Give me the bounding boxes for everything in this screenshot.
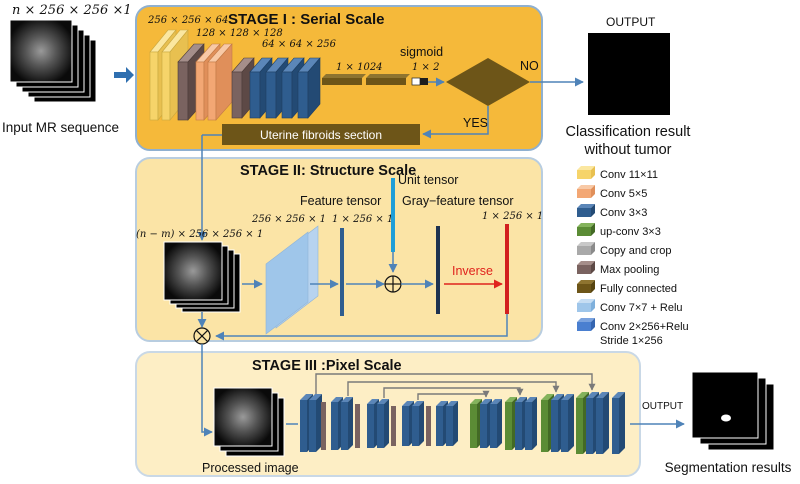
processed-image-label: Processed image xyxy=(202,461,299,475)
stage1-dim-a: 256 × 256 × 64 xyxy=(147,15,228,26)
plus-operator-icon xyxy=(384,275,402,293)
stage1-conv5-block xyxy=(195,43,233,121)
stage1-conv3-block xyxy=(249,57,321,119)
legend-label: up-conv 3×3 xyxy=(600,226,661,238)
unit-tensor-label: Unit tensor xyxy=(398,173,458,187)
uterine-fibroids-section-bar xyxy=(222,124,420,145)
legend-label: Conv 2×256+Relu xyxy=(600,321,689,333)
output-label-line1: Classification result xyxy=(566,124,691,140)
stage2-dim-feature: 1 × 256 × 1 xyxy=(332,214,393,225)
decision-yes-arrow xyxy=(422,106,489,139)
legend-item-fully-connected: Fully connected xyxy=(577,280,677,295)
gray-feature-tensor-bar xyxy=(436,226,440,314)
stage3-output-label: OUTPUT xyxy=(642,401,683,412)
input-arrow xyxy=(114,67,134,83)
unet-skip-connections xyxy=(315,373,596,400)
legend-label: Conv 5×5 xyxy=(600,188,647,200)
multiply-operator-icon xyxy=(193,327,211,345)
gray-feature-tensor-label: Gray−feature tensor xyxy=(402,194,514,208)
stage2-title: STAGE II: Structure Scale xyxy=(240,163,416,179)
stage2-dim-input: (n − m) × 256 × 256 × 1 xyxy=(136,229,263,240)
input-dims: n × 256 × 256 ×1 xyxy=(12,3,132,18)
stage1-dim-c: 64 × 64 × 256 xyxy=(262,39,337,50)
stage2-conv7-planes xyxy=(265,225,319,335)
stage1-sigmoid-output xyxy=(411,77,428,86)
legend-item-upconv3: up-conv 3×3 xyxy=(577,223,661,238)
feature-tensor-label: Feature tensor xyxy=(300,194,381,208)
uterine-fibroids-section-label: Uterine fibroids section xyxy=(260,128,382,142)
segmentation-results-label: Segmentation results xyxy=(665,460,792,475)
decision-yes-label: YES xyxy=(463,116,488,130)
legend-item-conv7-relu: Conv 7×7 + Relu xyxy=(577,299,683,314)
processed-image-stack xyxy=(213,387,285,457)
legend-label: Fully connected xyxy=(600,283,677,295)
input-mr-stack xyxy=(9,19,97,103)
legend-label: Max pooling xyxy=(600,264,659,276)
feature-tensor-bar xyxy=(340,228,344,316)
legend-label: Conv 11×11 xyxy=(600,169,658,181)
inverse-tensor-bar xyxy=(505,224,509,314)
legend-item-conv3: Conv 3×3 xyxy=(577,204,647,219)
output-label-line2: without tumor xyxy=(583,142,671,158)
stage1-decision-diamond xyxy=(446,58,530,106)
decision-no-label: NO xyxy=(520,59,539,73)
legend-item-max-pooling: Max pooling xyxy=(577,261,659,276)
legend-label-stride: Stride 1×256 xyxy=(600,335,663,347)
stage1-title: STAGE I : Serial Scale xyxy=(228,11,384,28)
segmentation-result-stack xyxy=(691,371,775,451)
legend-item-conv2x256-relu: Conv 2×256+Relu Stride 1×256 xyxy=(577,318,689,347)
stage1-dim-fc1: 1 × 1024 xyxy=(336,62,383,73)
unit-tensor-bar xyxy=(391,178,395,252)
input-label: Input MR sequence xyxy=(2,120,119,135)
legend-label: Conv 7×7 + Relu xyxy=(600,302,683,314)
stage2-dim-gray: 1 × 256 × 1 xyxy=(482,211,543,222)
legend-label: Conv 3×3 xyxy=(600,207,647,219)
stage1-dim-fc2: 1 × 2 xyxy=(412,62,439,73)
inverse-label: Inverse xyxy=(452,264,493,278)
legend-item-conv5: Conv 5×5 xyxy=(577,185,647,200)
output-title: OUTPUT xyxy=(606,15,656,29)
stage1-dim-b: 128 × 128 × 128 xyxy=(196,28,283,39)
legend-item-conv11: Conv 11×11 xyxy=(577,166,658,181)
stage2-input-stack xyxy=(163,241,241,313)
stage1-fc-bar-2 xyxy=(366,74,410,85)
unet-blocks xyxy=(300,392,625,454)
stage2-to-stage3-arrow xyxy=(201,344,213,437)
stage1-fc-bar-1 xyxy=(322,74,366,85)
legend-item-copy-crop: Copy and crop xyxy=(577,242,672,257)
legend-label: Copy and crop xyxy=(600,245,672,257)
stage1-sigmoid: sigmoid xyxy=(400,45,443,59)
stage2-dim-conv: 256 × 256 × 1 xyxy=(251,214,326,225)
stage3-title: STAGE III :Pixel Scale xyxy=(252,358,402,374)
legend: Conv 11×11 Conv 5×5 Conv 3×3 up-conv 3×3… xyxy=(577,166,689,347)
inverse-feedback-arrow xyxy=(215,314,508,341)
classification-output-image xyxy=(588,33,670,115)
